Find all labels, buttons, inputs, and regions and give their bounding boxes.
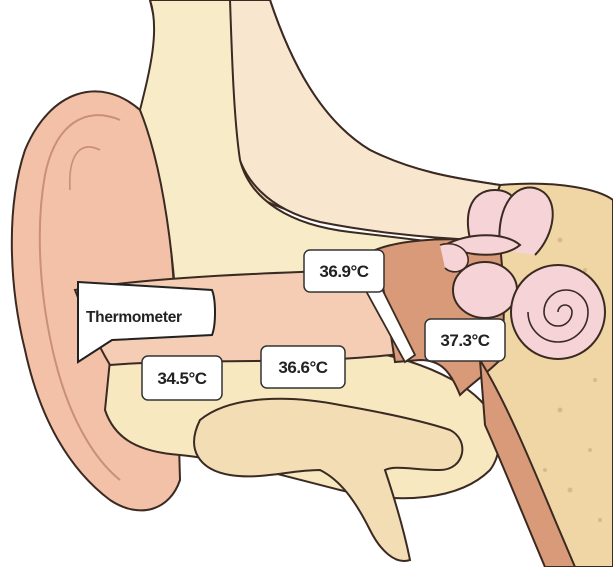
temp-value-mid-canal: 36.6°C	[278, 358, 327, 377]
temp-value-eardrum: 36.9°C	[319, 262, 368, 281]
temp-label-inner-ear: 37.3°C	[425, 319, 505, 361]
temp-value-outer-canal: 34.5°C	[157, 369, 206, 388]
thermometer-label: Thermometer	[86, 309, 182, 326]
cochlea	[511, 265, 605, 359]
temp-label-mid-canal: 36.6°C	[261, 346, 345, 388]
temp-label-eardrum: 36.9°C	[304, 250, 384, 292]
temp-value-inner-ear: 37.3°C	[440, 331, 489, 350]
temp-label-outer-canal: 34.5°C	[142, 356, 222, 400]
